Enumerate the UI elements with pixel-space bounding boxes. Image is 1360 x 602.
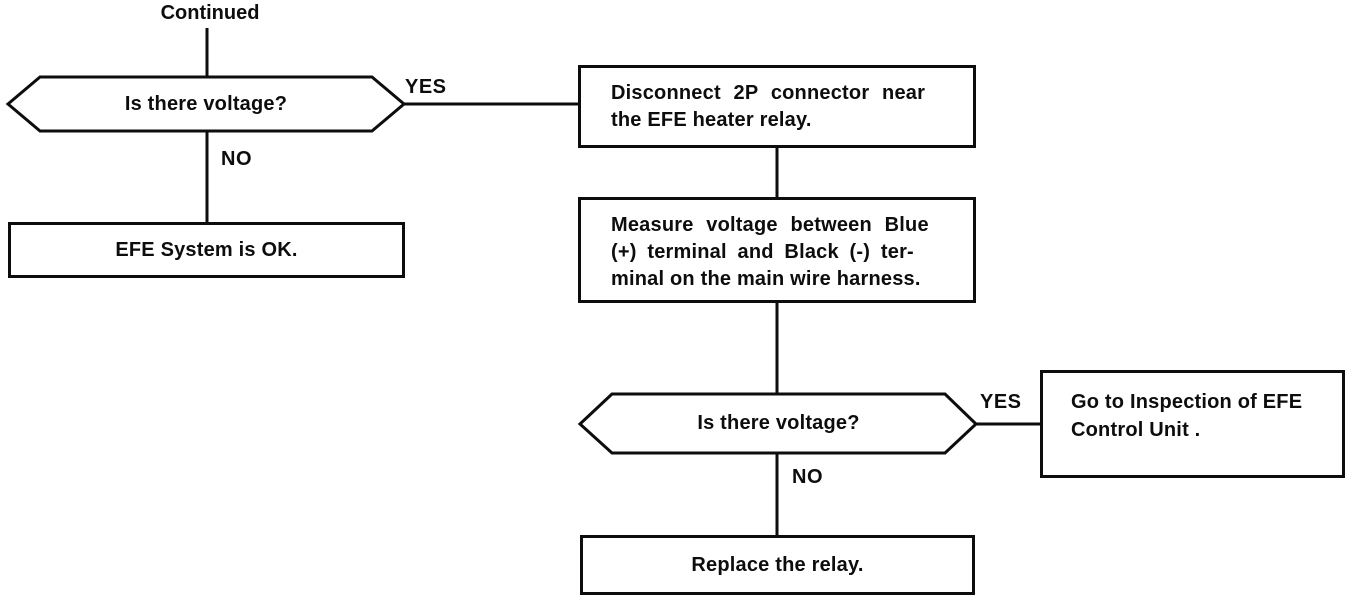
terminal-node-efe-system-ok: EFE System is OK. bbox=[8, 222, 405, 278]
terminal-node-efe-system-ok-text: EFE System is OK. bbox=[115, 238, 298, 261]
process-node-measure-voltage: Measure voltage between Blue (+) termina… bbox=[578, 197, 976, 303]
continued-label: Continued bbox=[160, 2, 260, 24]
process-node-disconnect-line-2: the EFE heater relay. bbox=[611, 109, 812, 131]
terminal-node-replace-relay-text: Replace the relay. bbox=[691, 553, 864, 576]
process-node-measure-line-3: minal on the main wire harness. bbox=[611, 268, 921, 290]
terminal-node-replace-relay: Replace the relay. bbox=[580, 535, 975, 595]
yes-branch-label-2: YES bbox=[980, 391, 1022, 413]
yes-branch-label-1: YES bbox=[405, 76, 447, 98]
terminal-node-goto-line-2: Control Unit . bbox=[1071, 419, 1201, 441]
no-branch-label-1: NO bbox=[221, 148, 252, 170]
process-node-measure-line-1: Measure voltage between Blue bbox=[611, 214, 929, 236]
decision-node-is-there-voltage-1: Is there voltage? bbox=[124, 92, 288, 115]
decision1-hexagon-shape bbox=[5, 75, 407, 133]
process-node-measure-line-2: (+) terminal and Black (-) ter- bbox=[611, 241, 914, 263]
decision2-hexagon-shape bbox=[577, 392, 979, 455]
decision-node-is-there-voltage-2: Is there voltage? bbox=[697, 412, 860, 434]
terminal-node-goto-line-1: Go to Inspection of EFE bbox=[1071, 391, 1303, 413]
process-node-disconnect-connector: Disconnect 2P connector near the EFE hea… bbox=[578, 65, 976, 148]
process-node-disconnect-line-1: Disconnect 2P connector near bbox=[611, 82, 926, 104]
no-branch-label-2: NO bbox=[792, 466, 823, 488]
terminal-node-goto-inspection: Go to Inspection of EFE Control Unit . bbox=[1040, 370, 1345, 478]
